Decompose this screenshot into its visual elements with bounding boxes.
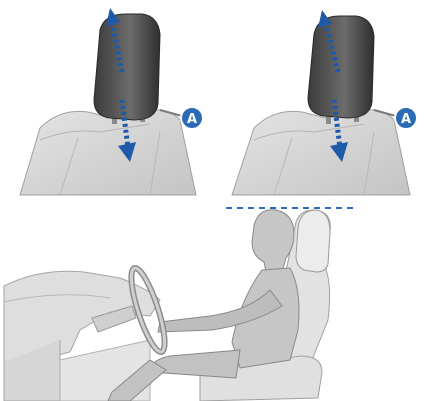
left-headrest-panel: A — [20, 8, 203, 195]
right-callout-a: A — [395, 107, 417, 129]
left-callout-a: A — [181, 107, 203, 129]
driver-headrest — [296, 210, 330, 272]
left-seat-back — [20, 110, 196, 195]
left-callout-label: A — [187, 112, 197, 127]
right-callout-label: A — [401, 112, 411, 127]
right-headrest-panel: A — [232, 10, 417, 195]
left-headrest — [94, 14, 160, 120]
right-headrest — [308, 16, 374, 118]
driver-posture-panel — [4, 208, 356, 401]
right-seat-back — [232, 110, 410, 195]
